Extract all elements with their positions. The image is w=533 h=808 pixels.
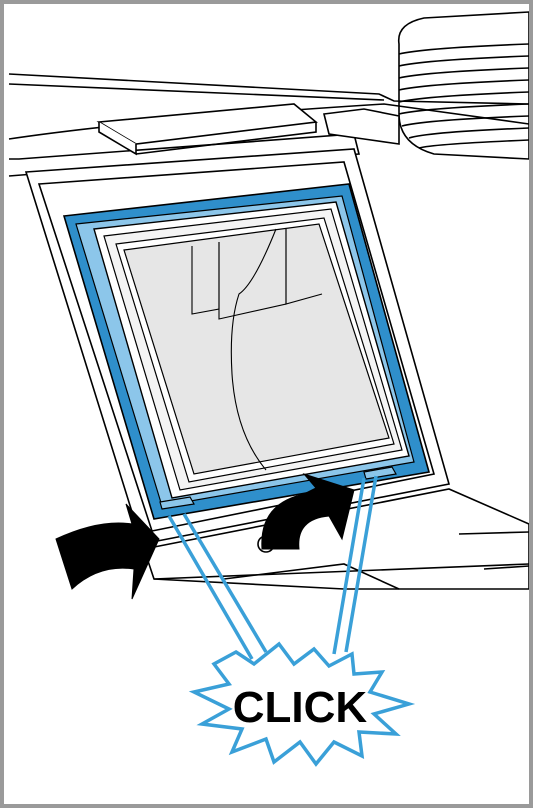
filter-installation-diagram: CLICK [4, 4, 529, 804]
click-label: CLICK [233, 683, 368, 732]
extractor-fan [399, 12, 529, 159]
